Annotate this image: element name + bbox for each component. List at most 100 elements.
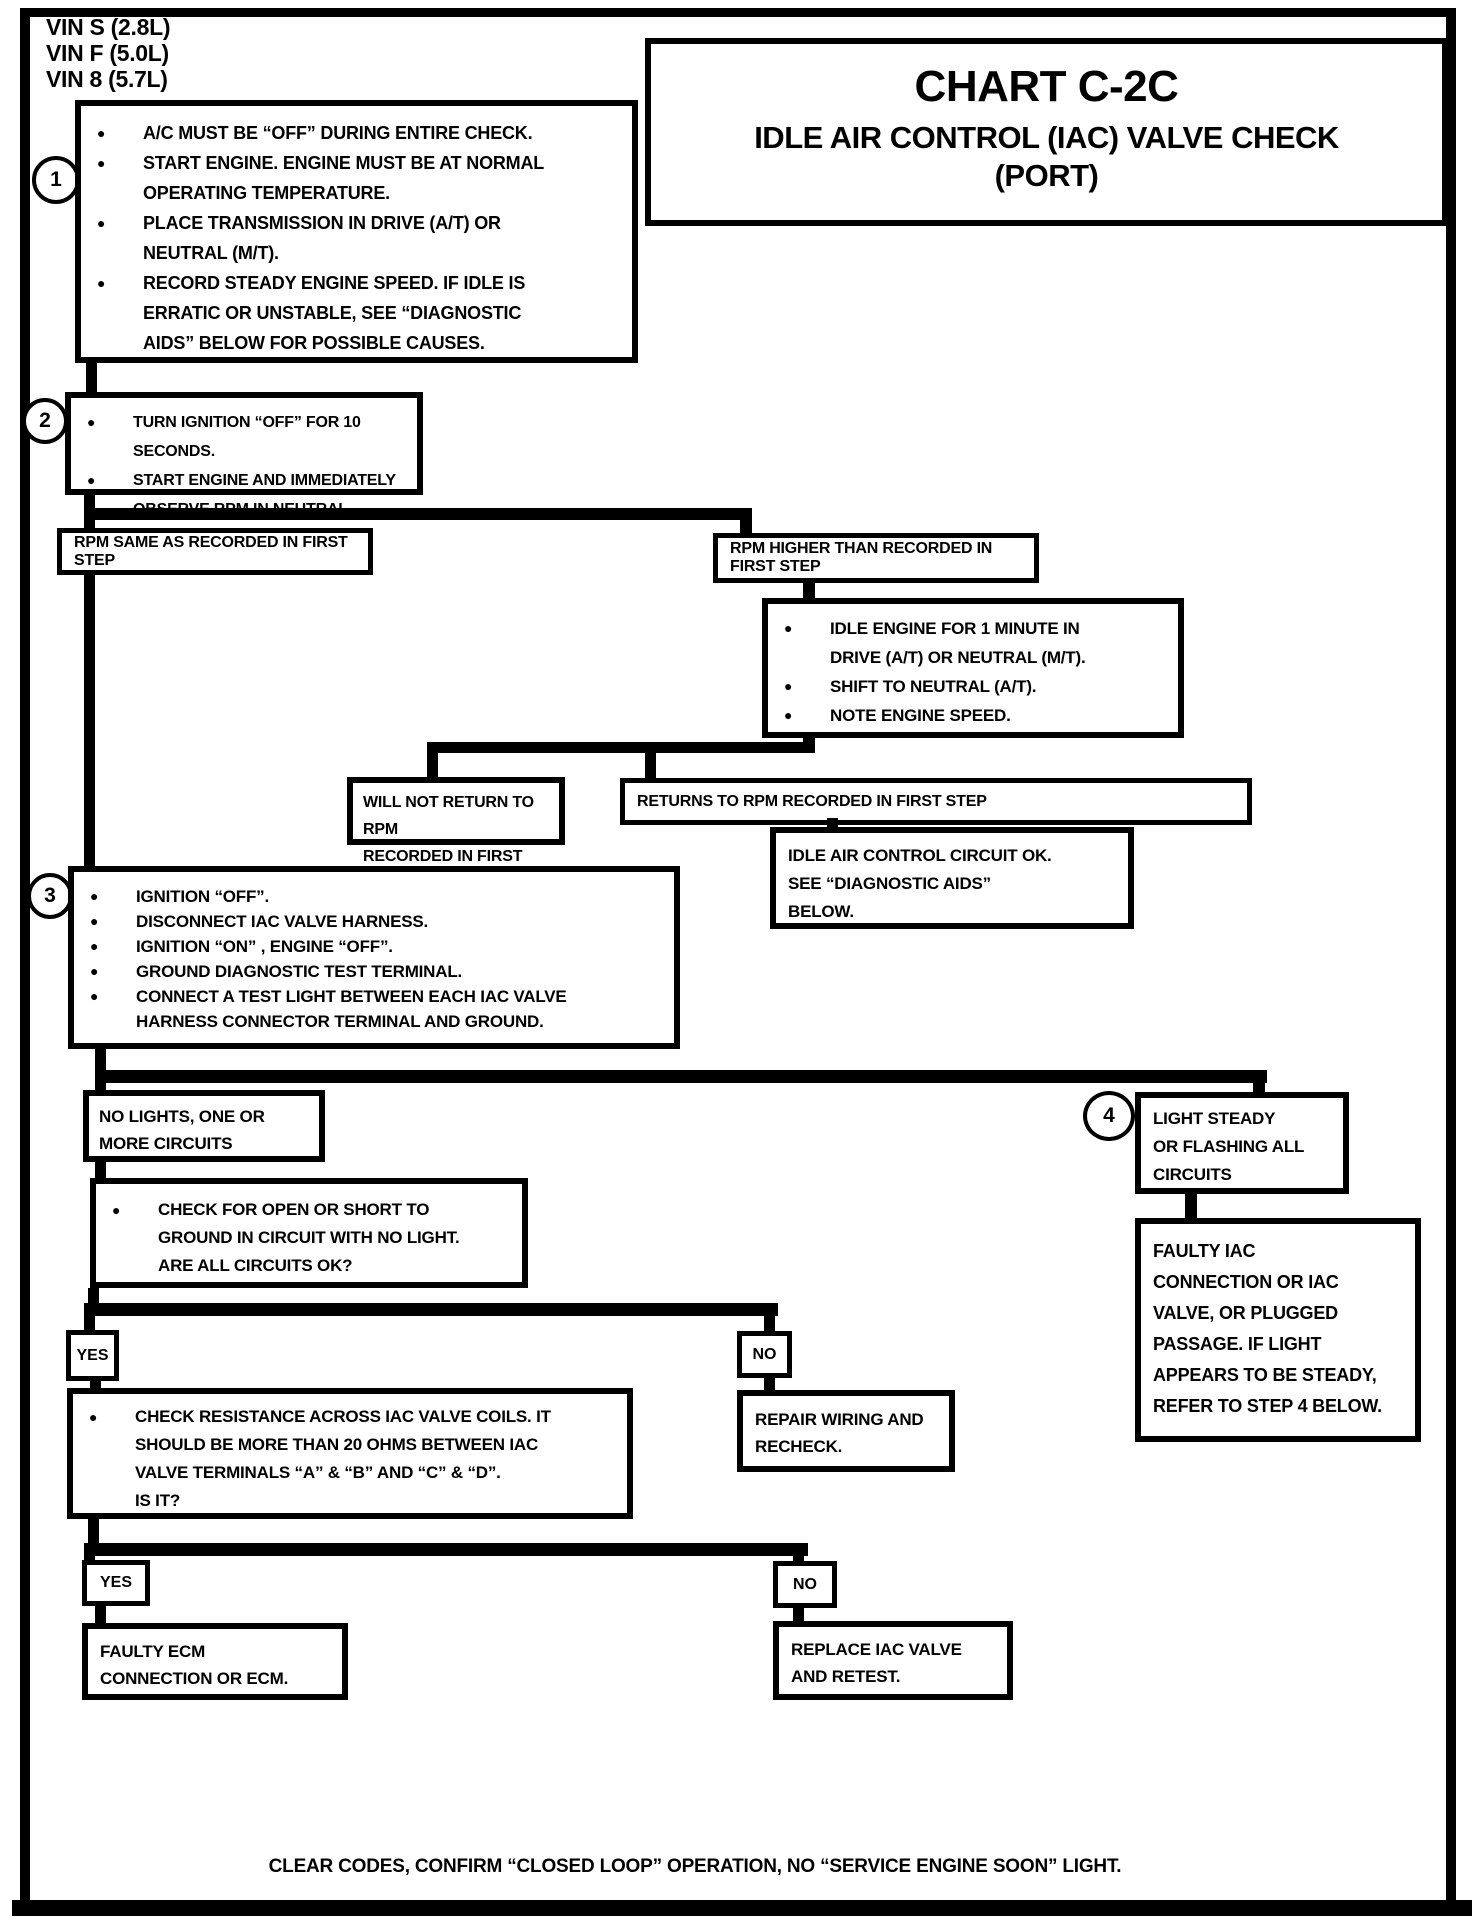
connector-yes2-faultyecm — [95, 1606, 106, 1625]
page-border-top — [20, 8, 1456, 17]
step2-box: TURN IGNITION “OFF” FOR 10 SECONDS. STAR… — [65, 392, 423, 518]
no1-box: NO — [737, 1331, 792, 1378]
step-number-4: 4 — [1083, 1091, 1135, 1141]
step-number-1: 1 — [32, 156, 80, 204]
no-lights-box: NO LIGHTS, ONE OR MORE CIRCUITS — [83, 1090, 325, 1162]
step-number-3: 3 — [27, 873, 73, 919]
replace-iac-box: REPLACE IAC VALVE AND RETEST. — [773, 1621, 1013, 1700]
check-open-short-box: CHECK FOR OPEN OR SHORT TO GROUND IN CIR… — [90, 1178, 528, 1288]
connector-branch1-right — [740, 520, 752, 537]
iac-circuit-ok-box: IDLE AIR CONTROL CIRCUIT OK. SEE “DIAGNO… — [770, 827, 1134, 929]
will-not-return-text: WILL NOT RETURN TO RPM RECORDED IN FIRST… — [363, 794, 534, 892]
replace-iac-text: REPLACE IAC VALVE AND RETEST. — [791, 1640, 962, 1686]
yes2-label: YES — [99, 1574, 132, 1591]
connector-step3-down — [95, 1049, 106, 1073]
step1-bullet-3: PLACE TRANSMISSION IN DRIVE (A/T) OR NEU… — [81, 208, 632, 268]
repair-wiring-box: REPAIR WIRING AND RECHECK. — [737, 1390, 955, 1472]
connector-branch4-bar — [84, 1303, 778, 1316]
faulty-ecm-box: FAULTY ECM CONNECTION OR ECM. — [82, 1623, 348, 1700]
chart-subtitle: IDLE AIR CONTROL (IAC) VALVE CHECK — [754, 120, 1339, 155]
step3-bullet-3: IGNITION “ON” , ENGINE “OFF”. — [74, 934, 674, 959]
rpm-higher-box: RPM HIGHER THAN RECORDED IN FIRST STEP — [713, 533, 1039, 583]
rpm-same-box: RPM SAME AS RECORDED IN FIRST STEP — [57, 528, 373, 575]
idle-engine-bullet-2: SHIFT TO NEUTRAL (A/T). — [768, 672, 1178, 701]
idle-engine-bullet-2-text: SHIFT TO NEUTRAL (A/T). — [830, 677, 1037, 696]
connector-returns-iacok — [827, 818, 838, 829]
yes2-box: YES — [82, 1560, 150, 1606]
step3-bullet-4: GROUND DIAGNOSTIC TEST TERMINAL. — [74, 959, 674, 984]
iac-circuit-ok-text: IDLE AIR CONTROL CIRCUIT OK. SEE “DIAGNO… — [788, 846, 1052, 921]
connector-nolights-checkopen — [95, 1162, 106, 1180]
light-steady-box: LIGHT STEADY OR FLASHING ALL CIRCUITS — [1135, 1092, 1349, 1194]
step1-bullet-4: RECORD STEADY ENGINE SPEED. IF IDLE IS E… — [81, 268, 632, 358]
connector-step1-step2 — [86, 363, 97, 395]
connector-branch2-mid — [645, 753, 656, 780]
chart-title-box: CHART C-2C IDLE AIR CONTROL (IAC) VALVE … — [645, 38, 1448, 226]
connector-rpmhigher-idle — [803, 583, 815, 602]
step3-bullet-4-text: GROUND DIAGNOSTIC TEST TERMINAL. — [136, 962, 463, 981]
page-border-right — [1446, 8, 1456, 1908]
connector-branch3-bar — [95, 1070, 1267, 1083]
step3-bullet-5-text: CONNECT A TEST LIGHT BETWEEN EACH IAC VA… — [136, 987, 567, 1031]
check-resistance-text: CHECK RESISTANCE ACROSS IAC VALVE COILS.… — [135, 1407, 551, 1510]
no2-box: NO — [773, 1561, 837, 1608]
step1-bullet-4-text: RECORD STEADY ENGINE SPEED. IF IDLE IS E… — [143, 273, 526, 353]
faulty-iac-text: FAULTY IAC CONNECTION OR IAC VALVE, OR P… — [1153, 1241, 1382, 1416]
step3-bullet-1-text: IGNITION “OFF”. — [136, 887, 269, 906]
idle-engine-bullet-1: IDLE ENGINE FOR 1 MINUTE IN DRIVE (A/T) … — [768, 614, 1178, 672]
repair-wiring-text: REPAIR WIRING AND RECHECK. — [755, 1410, 924, 1456]
light-steady-text: LIGHT STEADY OR FLASHING ALL CIRCUITS — [1153, 1109, 1305, 1184]
connector-checkres-down — [88, 1519, 99, 1546]
yes1-label: YES — [76, 1346, 109, 1364]
check-open-short-text: CHECK FOR OPEN OR SHORT TO GROUND IN CIR… — [158, 1200, 460, 1275]
will-not-return-box: WILL NOT RETURN TO RPM RECORDED IN FIRST… — [347, 777, 565, 892]
idle-engine-bullet-3-text: NOTE ENGINE SPEED. — [830, 706, 1011, 725]
connector-no1-repair — [764, 1378, 775, 1392]
connector-yes1-checkres — [90, 1381, 101, 1391]
connector-branch4-right — [764, 1316, 775, 1333]
step2-bullet-1-text: TURN IGNITION “OFF” FOR 10 SECONDS. — [133, 414, 361, 460]
step2-bullet-1: TURN IGNITION “OFF” FOR 10 SECONDS. — [71, 408, 417, 466]
connector-lightsteady-faulty — [1185, 1194, 1197, 1220]
step3-bullet-1: IGNITION “OFF”. — [74, 884, 674, 909]
vin-applicability-label: VIN S (2.8L) VIN F (5.0L) VIN 8 (5.7L) — [46, 14, 171, 92]
connector-branch5-bar — [84, 1543, 808, 1556]
step3-bullet-2: DISCONNECT IAC VALVE HARNESS. — [74, 909, 674, 934]
footer-note: CLEAR CODES, CONFIRM “CLOSED LOOP” OPERA… — [268, 1856, 1122, 1877]
step3-box: IGNITION “OFF”. DISCONNECT IAC VALVE HAR… — [68, 866, 680, 1049]
connector-checkopen-down — [88, 1288, 99, 1306]
idle-engine-box: IDLE ENGINE FOR 1 MINUTE IN DRIVE (A/T) … — [762, 598, 1184, 738]
no2-label: NO — [793, 1575, 817, 1593]
rpm-same-text: RPM SAME AS RECORDED IN FIRST STEP — [74, 533, 348, 569]
step1-bullet-1: A/C MUST BE “OFF” DURING ENTIRE CHECK. — [81, 118, 632, 148]
no1-label: NO — [752, 1345, 777, 1363]
rpm-higher-text: RPM HIGHER THAN RECORDED IN FIRST STEP — [730, 540, 993, 575]
step3-bullet-2-text: DISCONNECT IAC VALVE HARNESS. — [136, 912, 429, 931]
connector-branch1-bar — [84, 508, 752, 520]
step1-box: A/C MUST BE “OFF” DURING ENTIRE CHECK. S… — [75, 100, 638, 363]
step-number-2-label: 2 — [39, 409, 51, 432]
returns-to-rpm-text: RETURNS TO RPM RECORDED IN FIRST STEP — [637, 792, 987, 810]
step-number-3-label: 3 — [44, 884, 56, 907]
step1-bullet-2: START ENGINE. ENGINE MUST BE AT NORMAL O… — [81, 148, 632, 208]
step1-bullet-1-text: A/C MUST BE “OFF” DURING ENTIRE CHECK. — [143, 123, 533, 143]
step1-bullet-2-text: START ENGINE. ENGINE MUST BE AT NORMAL O… — [143, 153, 545, 203]
faulty-iac-box: FAULTY IAC CONNECTION OR IAC VALVE, OR P… — [1135, 1218, 1421, 1442]
connector-rpmsame-step3 — [84, 575, 95, 870]
page-border-bottom — [12, 1900, 1472, 1916]
connector-branch5-right — [793, 1556, 804, 1565]
step3-bullet-5: CONNECT A TEST LIGHT BETWEEN EACH IAC VA… — [74, 984, 674, 1034]
connector-branch3-right — [1253, 1083, 1265, 1094]
idle-engine-bullet-1-text: IDLE ENGINE FOR 1 MINUTE IN DRIVE (A/T) … — [830, 619, 1086, 667]
connector-branch2-bar — [427, 742, 815, 753]
step-number-1-label: 1 — [50, 168, 62, 191]
connector-no2-replace — [793, 1608, 804, 1623]
step-number-2: 2 — [22, 398, 68, 444]
page-border-left — [20, 8, 30, 1908]
returns-to-rpm-box: RETURNS TO RPM RECORDED IN FIRST STEP — [620, 778, 1252, 825]
idle-engine-bullet-3: NOTE ENGINE SPEED. — [768, 701, 1178, 730]
no-lights-text: NO LIGHTS, ONE OR MORE CIRCUITS — [99, 1107, 265, 1153]
step3-bullet-3-text: IGNITION “ON” , ENGINE “OFF”. — [136, 937, 393, 956]
yes1-box: YES — [66, 1330, 119, 1381]
faulty-ecm-text: FAULTY ECM CONNECTION OR ECM. — [100, 1642, 289, 1688]
